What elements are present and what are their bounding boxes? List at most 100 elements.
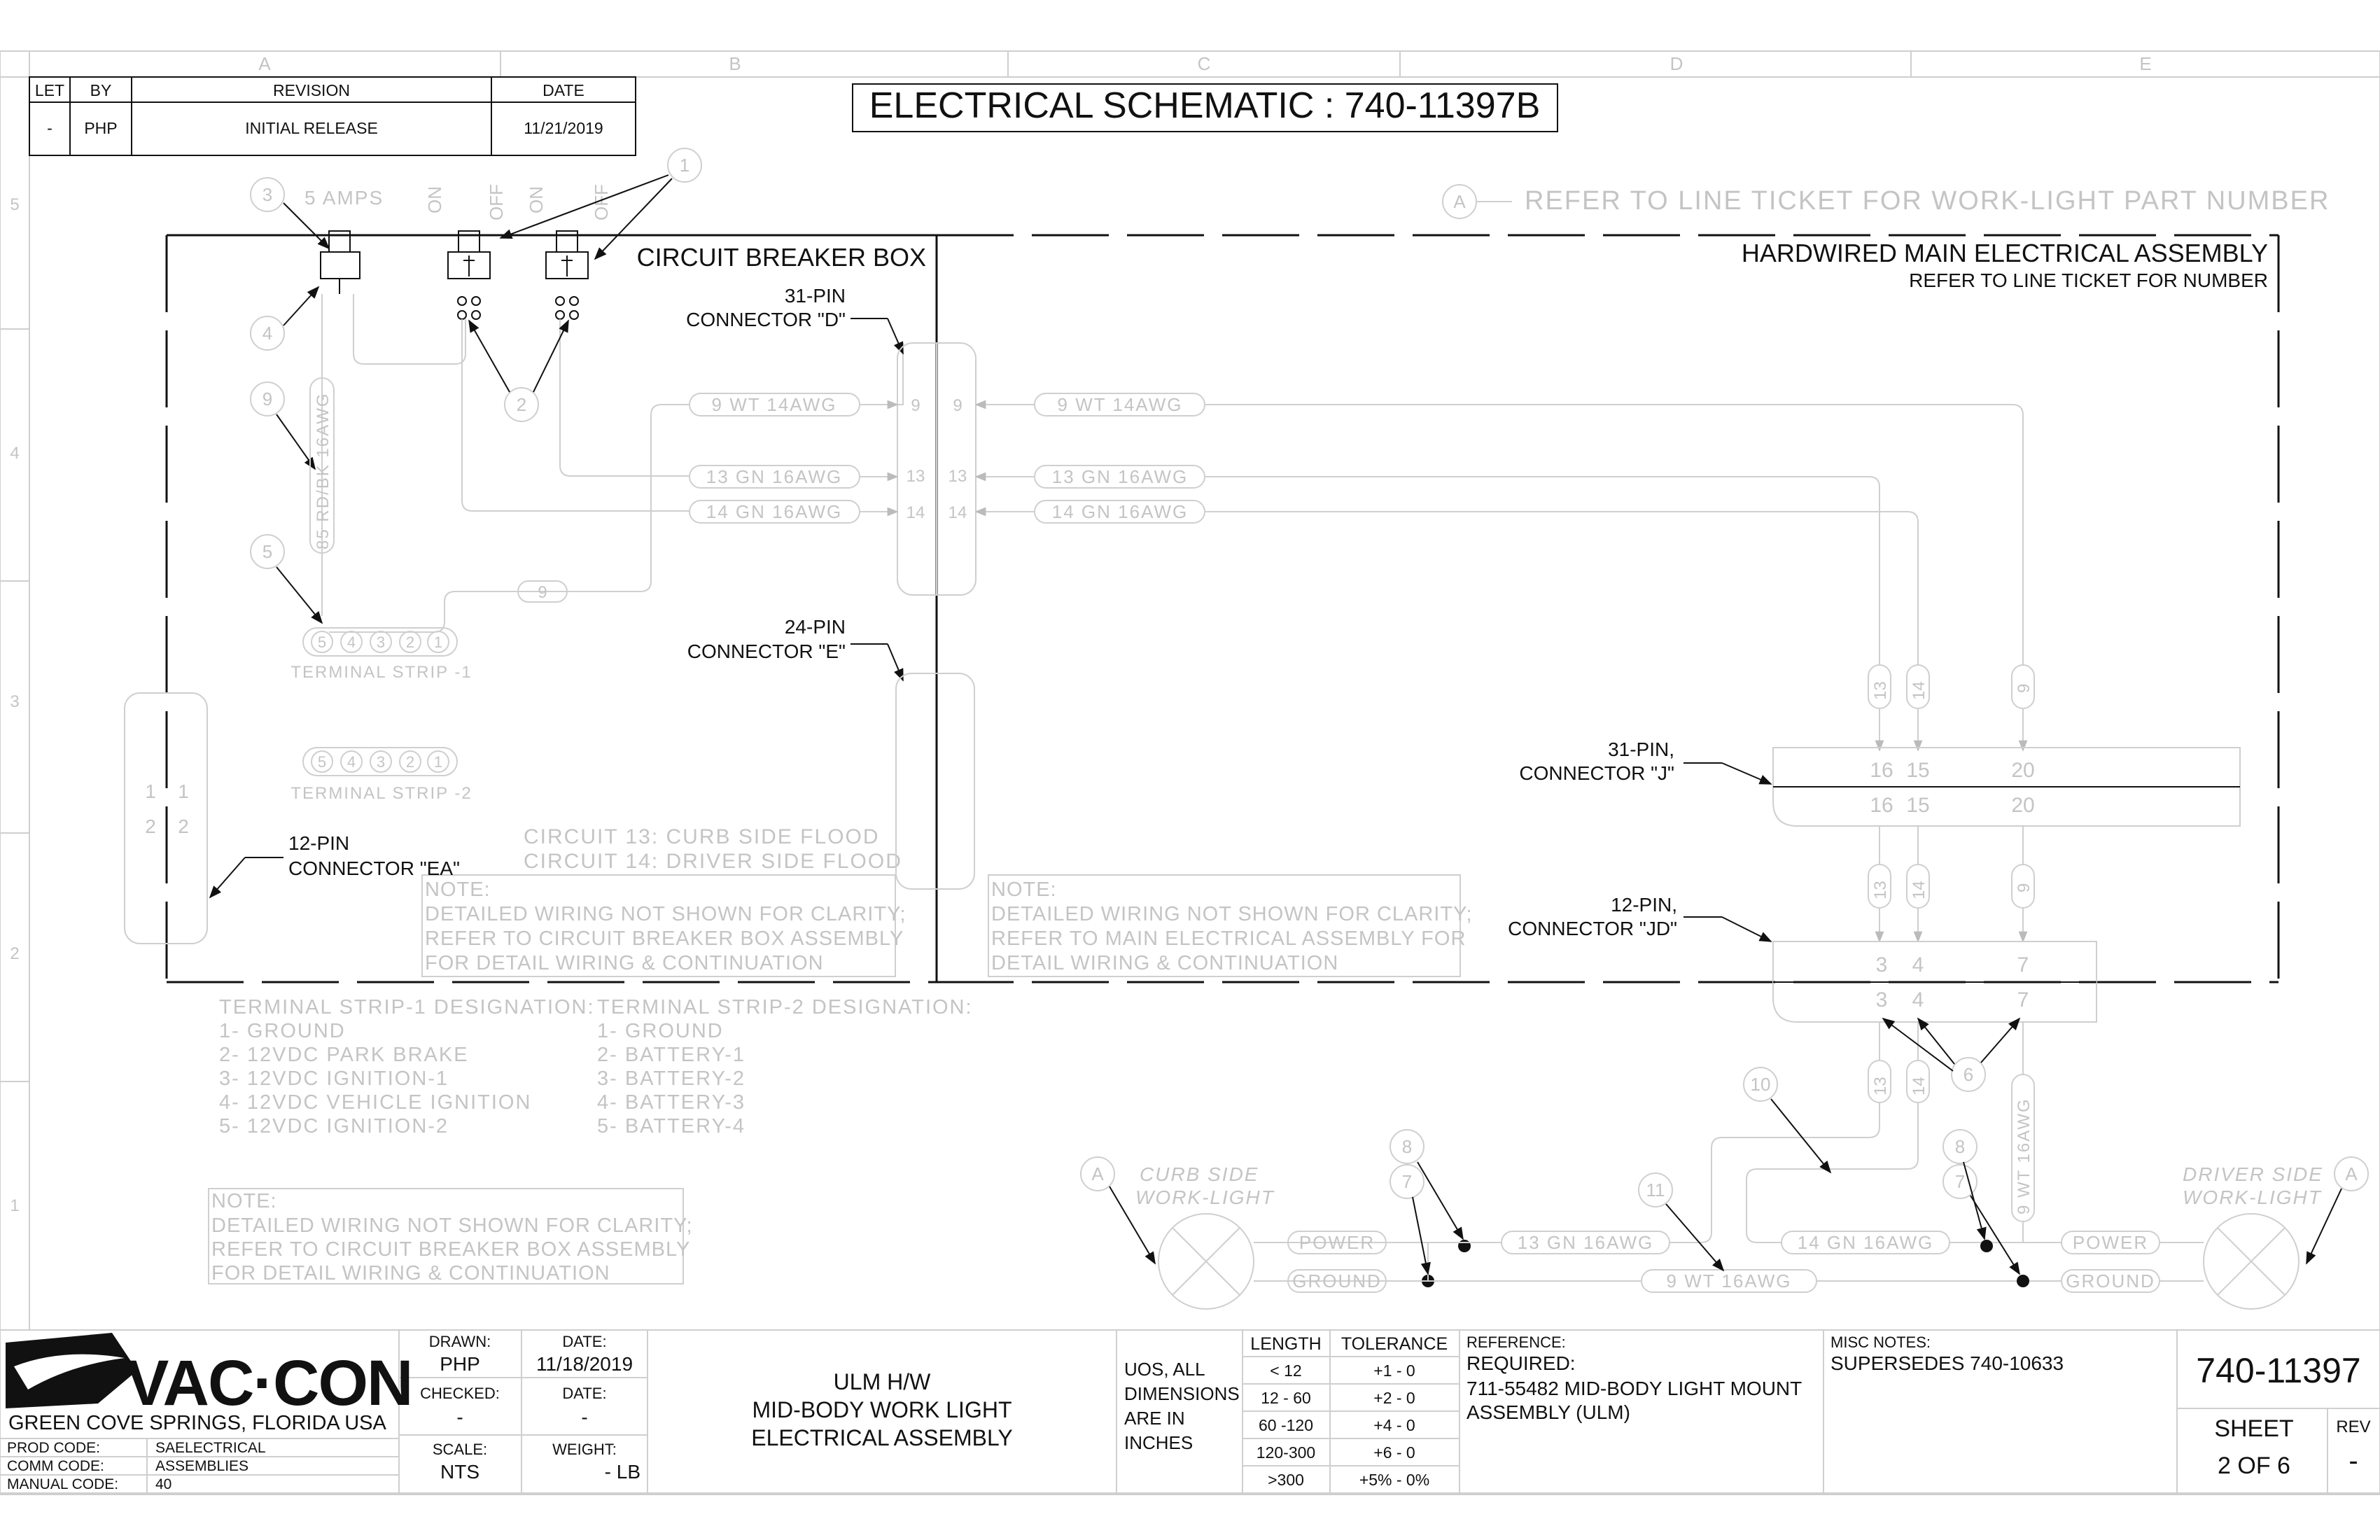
connector-j-line2: CONNECTOR "J" (1519, 762, 1674, 784)
conn-ea-pin: 1 (145, 780, 156, 802)
balloons-breaker-box: 3 4 1 2 9 5 (250, 148, 702, 624)
note-line: DETAILED WIRING NOT SHOWN FOR CLARITY; (991, 903, 1473, 925)
main-assembly-note: NOTE: DETAILED WIRING NOT SHOWN FOR CLAR… (988, 874, 1473, 977)
row-number: 5 (10, 195, 19, 214)
conn-ea-pin: 2 (178, 816, 189, 837)
tolerance-header: TOLERANCE (1341, 1334, 1448, 1354)
code-value: SAELECTRICAL (155, 1440, 266, 1456)
code-label: PROD CODE: (7, 1440, 100, 1456)
note-text: REFER TO LINE TICKET FOR WORK-LIGHT PART… (1525, 186, 2330, 216)
reference-line: 711-55482 MID-BODY LIGHT MOUNT (1466, 1378, 1802, 1399)
code-label: MANUAL CODE: (7, 1476, 118, 1492)
curb-light-label: WORK-LIGHT (1135, 1186, 1275, 1208)
terminal-strip-2-designation: TERMINAL STRIP-2 DESIGNATION: 1- GROUND … (597, 996, 973, 1138)
rev-value: - (2348, 1446, 2358, 1476)
connector-e-line2: CONNECTOR "E" (687, 640, 846, 662)
balloon-9: 9 (262, 388, 272, 410)
strip-2-pos: 5 (318, 753, 326, 771)
designation-line: 3- BATTERY-2 (597, 1068, 746, 1090)
conn-j-pin: 20 (2011, 794, 2034, 817)
work-light-part-note: A REFER TO LINE TICKET FOR WORK-LIGHT PA… (1442, 184, 2330, 219)
main-assembly-sublabel: REFER TO LINE TICKET FOR NUMBER (1909, 270, 2268, 291)
conn-jd-pin: 3 (1876, 953, 1888, 976)
conn-jd-pin: 3 (1876, 988, 1888, 1011)
drawn-label: DRAWN: (429, 1333, 491, 1350)
zone-letter: E (2139, 53, 2151, 74)
note-line: NOTE: (991, 878, 1057, 901)
rev-label: REV (2336, 1418, 2370, 1436)
code-label: COMM CODE: (7, 1458, 104, 1474)
wire-label: 13 GN 16AWG (706, 466, 842, 487)
connector-ea-line2: CONNECTOR "EA" (288, 858, 460, 879)
tolerance-length: 60 -120 (1259, 1416, 1313, 1434)
switch-off-label: OFF (486, 184, 507, 220)
conn-jd-pin: 4 (1912, 988, 1924, 1011)
wire-label: 9 WT 14AWG (712, 394, 837, 415)
power-label: POWER (2073, 1232, 2148, 1253)
power-label: POWER (1299, 1232, 1375, 1253)
tolerance-value: +6 - 0 (1373, 1443, 1415, 1462)
designation-line: 2- BATTERY-1 (597, 1044, 746, 1066)
weight-label: WEIGHT: (552, 1441, 617, 1458)
rev-description: INITIAL RELEASE (245, 119, 378, 137)
date-label: DATE: (562, 1333, 606, 1350)
strip-2-pos: 4 (347, 753, 356, 771)
designation-line: 2- 12VDC PARK BRAKE (219, 1044, 469, 1066)
checked-value: - (456, 1406, 463, 1428)
conn-d-pin: 13 (948, 467, 967, 486)
note-line: FOR DETAIL WIRING & CONTINUATION (211, 1262, 610, 1284)
wire-label: 9 WT 16AWG (2015, 1098, 2033, 1214)
balloon-10: 10 (1751, 1074, 1771, 1095)
designation-line: TERMINAL STRIP-2 DESIGNATION: (597, 996, 973, 1018)
balloon-4: 4 (262, 323, 272, 344)
row-numbers: 5 4 3 2 1 (10, 195, 19, 1215)
wire-9-tag-label: 9 (538, 583, 547, 602)
circuit-note: CIRCUIT 14: DRIVER SIDE FLOOD (524, 850, 902, 873)
connector-j-line1: 31-PIN, (1608, 738, 1674, 760)
switch-on-label: ON (526, 186, 547, 214)
wire-label: 14 GN 16AWG (1798, 1232, 1933, 1253)
wire-label: 13 GN 16AWG (1052, 466, 1188, 487)
code-value: ASSEMBLIES (155, 1458, 248, 1474)
light-marker: A (2345, 1163, 2358, 1184)
uos-line: INCHES (1124, 1432, 1193, 1453)
conn-d-pin: 14 (948, 503, 967, 522)
conn-ea-pin: 1 (178, 780, 189, 802)
rev-header-by: BY (90, 81, 112, 99)
reference-line: REFERENCE: (1466, 1334, 1566, 1351)
note-line: DETAIL WIRING & CONTINUATION (991, 952, 1338, 974)
connector-e-line1: 24-PIN (785, 616, 846, 638)
switch-on-label: ON (424, 186, 445, 214)
rev-by: PHP (84, 119, 117, 137)
tolerance-value: +1 - 0 (1373, 1362, 1415, 1380)
balloon-2: 2 (517, 394, 526, 415)
reference-line: ASSEMBLY (ULM) (1466, 1401, 1630, 1423)
designation-line: 4- 12VDC VEHICLE IGNITION (219, 1091, 531, 1114)
zone-letter: D (1670, 53, 1684, 74)
units-note: UOS, ALL DIMENSIONS ARE IN INCHES (1124, 1359, 1240, 1453)
balloon-6: 6 (1963, 1064, 1973, 1085)
tolerance-value: +5% - 0% (1359, 1471, 1429, 1489)
wire-label: 9 WT 14AWG (1058, 394, 1183, 415)
connector-jd-line1: 12-PIN, (1611, 894, 1677, 916)
strip-1-pos: 4 (347, 634, 356, 651)
uos-line: DIMENSIONS (1124, 1383, 1240, 1404)
strip-2-label: TERMINAL STRIP -2 (290, 784, 472, 803)
drawn-value: PHP (440, 1353, 480, 1375)
breaker-box-note: NOTE: DETAILED WIRING NOT SHOWN FOR CLAR… (421, 874, 906, 977)
tolerance-length: 12 - 60 (1261, 1389, 1311, 1407)
revision-table: LET BY REVISION DATE - PHP INITIAL RELEA… (29, 76, 636, 156)
page-title: ELECTRICAL SCHEMATIC : 740-11397B (869, 85, 1541, 126)
rev-header-revision: REVISION (273, 81, 350, 99)
sheet-label: SHEET (2214, 1415, 2293, 1442)
zone-letter: B (729, 53, 741, 74)
code-value: 40 (155, 1476, 172, 1492)
connector-jd: 12-PIN, CONNECTOR "JD" 3 4 7 3 4 7 (1508, 894, 2097, 1023)
strip-1-label: TERMINAL STRIP -1 (290, 663, 472, 682)
conn-jd-pin: 7 (2017, 953, 2029, 976)
description-line: ELECTRICAL ASSEMBLY (751, 1425, 1012, 1450)
wire-label: 14 GN 16AWG (1052, 501, 1188, 522)
designation-line: 5- 12VDC IGNITION-2 (219, 1115, 449, 1138)
lower-note: NOTE: DETAILED WIRING NOT SHOWN FOR CLAR… (208, 1188, 692, 1284)
wire-tag: 13 (1871, 881, 1890, 899)
